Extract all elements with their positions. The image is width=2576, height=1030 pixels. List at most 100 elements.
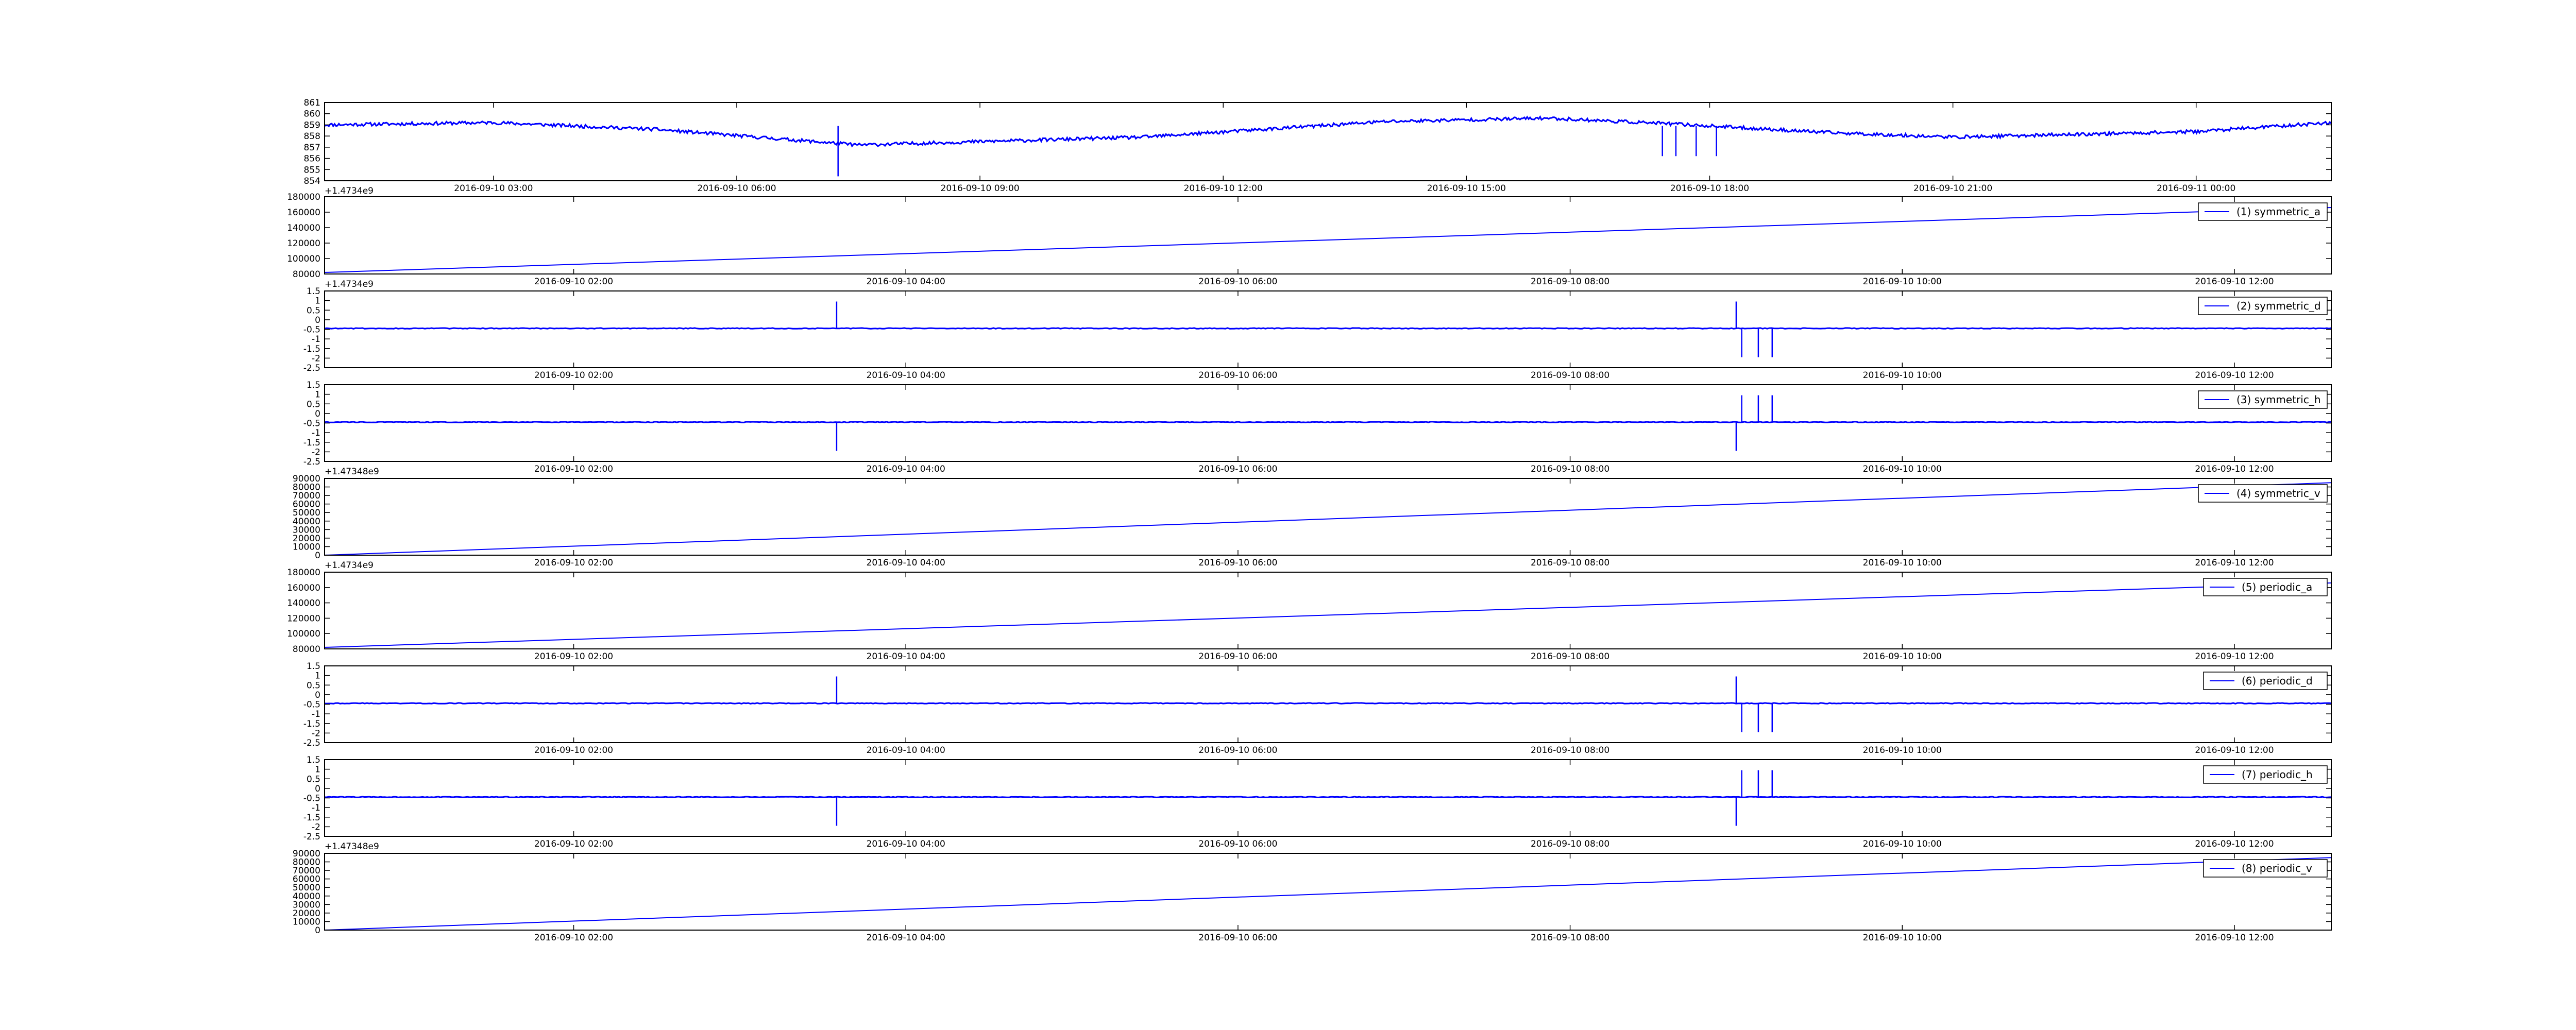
axes-frame [324, 290, 2332, 368]
series-line [324, 115, 2332, 148]
y-tick-label: 90000 [293, 849, 320, 859]
y-tick-label: 140000 [287, 223, 320, 233]
series-line [325, 796, 2332, 798]
offset-text: +1.47348e9 [325, 467, 379, 477]
y-tick-label: 0.5 [307, 305, 320, 316]
series-line [324, 482, 2332, 556]
x-tick-label: 2016-09-10 06:00 [1198, 464, 1277, 474]
x-tick-label: 2016-09-10 04:00 [867, 464, 945, 474]
y-tick-label: 859 [304, 120, 320, 130]
y-tick-label: -2 [312, 728, 320, 739]
x-tick-label: 2016-09-10 04:00 [867, 839, 945, 849]
y-tick-label: 80000 [293, 857, 320, 868]
y-tick-label: 50000 [293, 508, 320, 518]
x-tick-label: 2016-09-10 21:00 [1913, 183, 1992, 194]
x-tick-label: 2016-09-10 12:00 [1184, 183, 1263, 194]
x-tick-label: 2016-09-10 12:00 [2195, 839, 2274, 849]
x-tick-label: 2016-09-10 08:00 [1531, 745, 1609, 756]
y-tick-label: 0 [315, 690, 320, 700]
y-tick-label: 80000 [293, 483, 320, 493]
y-tick-label: 120000 [287, 238, 320, 249]
x-tick-label: 2016-09-10 06:00 [1198, 933, 1277, 943]
x-tick-label: 2016-09-10 08:00 [1531, 370, 1609, 381]
series-line [324, 421, 2332, 423]
y-tick-label: 854 [304, 176, 320, 186]
y-tick-label: 856 [304, 154, 320, 164]
subplot-4: 0100002000030000400005000060000700008000… [293, 474, 2332, 571]
y-tick-label: 1.5 [307, 286, 320, 297]
legend-label: (2) symmetric_d [2236, 300, 2321, 312]
x-tick-label: 2016-09-10 02:00 [534, 839, 613, 849]
y-tick-label: 857 [304, 143, 320, 153]
x-tick-label: 2016-09-10 08:00 [1531, 651, 1609, 662]
y-tick-label: 180000 [287, 192, 320, 202]
series-line [324, 207, 2332, 273]
legend-label: (3) symmetric_h [2236, 393, 2321, 406]
y-tick-label: 1 [315, 390, 320, 400]
y-tick-label: -1.5 [303, 719, 320, 729]
y-tick-label: 10000 [293, 542, 320, 552]
x-tick-label: 2016-09-11 00:00 [2157, 183, 2235, 194]
series-line [324, 702, 2332, 705]
x-tick-label: 2016-09-10 12:00 [2195, 277, 2274, 287]
y-tick-label: 1 [315, 296, 320, 306]
y-tick-label: 0 [315, 409, 320, 419]
y-tick-label: -2 [312, 447, 320, 457]
subplot-8: 0100002000030000400005000060000700008000… [293, 849, 2332, 943]
y-tick-label: 60000 [293, 500, 320, 510]
y-tick-label: -2 [312, 353, 320, 364]
y-tick-label: 1.5 [307, 380, 320, 390]
y-tick-label: -1.5 [303, 344, 320, 354]
x-tick-label: 2016-09-10 08:00 [1531, 558, 1609, 568]
y-tick-label: 140000 [287, 598, 320, 609]
x-tick-label: 2016-09-10 10:00 [1863, 558, 1942, 568]
y-tick-label: 10000 [293, 917, 320, 927]
y-tick-label: -0.5 [303, 325, 320, 335]
x-tick-label: 2016-09-10 06:00 [1198, 839, 1277, 849]
y-tick-label: 855 [304, 165, 320, 175]
y-tick-label: 100000 [287, 629, 320, 639]
x-tick-label: 2016-09-10 03:00 [454, 183, 533, 194]
subplot-5: 800001000001200001400001600001800002016-… [287, 568, 2332, 662]
y-tick-label: 80000 [293, 644, 320, 655]
legend-label: (4) symmetric_v [2236, 487, 2320, 500]
y-tick-label: 30000 [293, 900, 320, 910]
x-tick-label: 2016-09-10 02:00 [534, 933, 613, 943]
y-tick-label: 20000 [293, 534, 320, 544]
x-tick-label: 2016-09-10 02:00 [534, 651, 613, 662]
y-tick-label: 160000 [287, 208, 320, 218]
subplot-1: 800001000001200001400001600001800002016-… [287, 192, 2332, 289]
x-tick-label: 2016-09-10 10:00 [1863, 745, 1942, 756]
y-tick-label: -2.5 [303, 832, 320, 842]
x-tick-label: 2016-09-10 12:00 [2195, 370, 2274, 381]
x-tick-label: 2016-09-10 08:00 [1531, 464, 1609, 474]
y-tick-label: -2.5 [303, 457, 320, 467]
y-tick-label: 60000 [293, 874, 320, 885]
y-tick-label: 40000 [293, 517, 320, 527]
y-tick-label: -1.5 [303, 438, 320, 448]
y-tick-label: 861 [304, 98, 320, 108]
y-tick-label: 90000 [293, 474, 320, 484]
y-tick-label: -0.5 [303, 419, 320, 429]
axes-frame [324, 196, 2332, 274]
y-tick-label: -2.5 [303, 363, 320, 373]
legend-label: (7) periodic_h [2242, 768, 2313, 781]
y-tick-label: 1.5 [307, 661, 320, 672]
series-line [324, 327, 2332, 330]
y-tick-label: 0 [315, 551, 320, 561]
offset-text: +1.4734e9 [325, 186, 374, 196]
y-tick-label: -0.5 [303, 794, 320, 804]
y-tick-label: 100000 [287, 254, 320, 264]
y-tick-label: 70000 [293, 866, 320, 876]
offset-text: +1.4734e9 [325, 279, 374, 289]
x-tick-label: 2016-09-10 12:00 [2195, 745, 2274, 756]
x-tick-label: 2016-09-10 02:00 [534, 277, 613, 287]
y-tick-label: -1 [312, 428, 320, 438]
x-tick-label: 2016-09-10 10:00 [1863, 839, 1942, 849]
